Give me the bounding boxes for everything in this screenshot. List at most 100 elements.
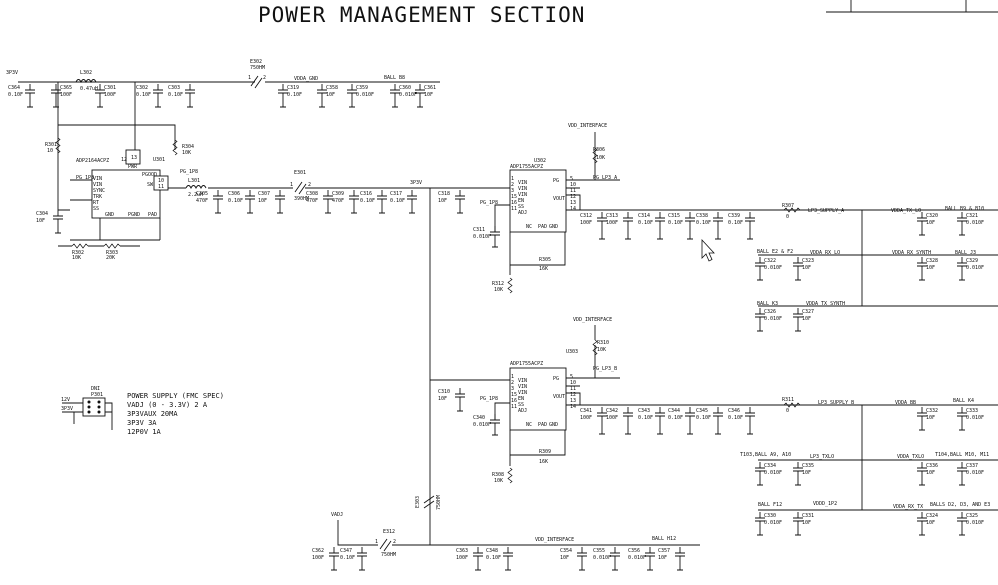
c327-value: 10F — [802, 316, 811, 322]
u301-body — [91, 169, 161, 219]
r310-resistor — [592, 339, 598, 356]
c360-ref: C360 — [399, 85, 411, 91]
c347-ref: C347 — [340, 548, 352, 554]
u301-bottom-pad: PAD — [148, 212, 157, 218]
net-lp3-supply-a: LP3_SUPPLY_A — [808, 208, 844, 214]
c307-ref: C307 — [258, 191, 270, 197]
u301-bottom-gnd: GND — [105, 212, 114, 218]
r302-ref: R302 — [72, 250, 84, 256]
c355-ref: C355 — [593, 548, 605, 554]
c319-ref: C319 — [287, 85, 299, 91]
c362-value: 100F — [312, 555, 324, 561]
net-pg-lp3-a: PG_LP3_A — [593, 175, 617, 181]
u302-pin-left-3: 3 — [511, 188, 514, 194]
u301-pgood-label: PGOOD — [142, 172, 157, 178]
net-ball-b9-b10: BALL B9 & B10 — [945, 206, 984, 212]
page-title: POWER MANAGEMENT SECTION — [258, 3, 585, 27]
c303-value: 0.10F — [168, 92, 183, 98]
u301-input-wires — [57, 82, 176, 210]
u301-left-vin2: VIN — [93, 182, 102, 188]
u302-wires — [494, 150, 800, 232]
r305-ref: R305 — [539, 257, 551, 263]
c322-ref: C322 — [764, 258, 776, 264]
u303-vout: VOUT — [553, 394, 565, 400]
net-vdd-interface-b: VDD_INTERFACE — [573, 317, 612, 323]
c346-value: 0.10F — [728, 415, 743, 421]
r310-value: 10K — [597, 347, 606, 353]
p301-connector — [82, 397, 106, 417]
c324-ref: C324 — [926, 513, 938, 519]
net-ball-h12: BALL H12 — [652, 536, 676, 542]
c336-value: 10F — [926, 470, 935, 476]
net-ball-t103: T103,BALL A9, A10 — [740, 452, 791, 458]
c356-value: 0.010F — [628, 555, 646, 561]
c323-value: 10F — [802, 265, 811, 271]
p301-pin-3 — [87, 405, 91, 409]
title-block-border — [826, 0, 998, 13]
c346-ref: C346 — [728, 408, 740, 414]
u302-feedback-wires — [509, 232, 566, 275]
e312-ferrite — [379, 538, 392, 552]
net-vddd-1p2: VDDD_1P2 — [813, 501, 837, 507]
u303-body — [509, 367, 567, 431]
net-lp3-txlo: LP3_TXLO — [810, 454, 834, 460]
c332-ref: C332 — [926, 408, 938, 414]
c348-value: 0.10F — [486, 555, 501, 561]
c356-ref: C356 — [628, 548, 640, 554]
p301-pin-1 — [87, 400, 91, 404]
c333-ref: C333 — [966, 408, 978, 414]
c317-ref: C317 — [390, 191, 402, 197]
r312-resistor — [507, 277, 513, 294]
e302-ferrite — [250, 75, 263, 89]
c334-value: 0.010F — [764, 470, 782, 476]
l301-inductor — [185, 185, 207, 190]
c311-ref: C311 — [473, 227, 485, 233]
c329-ref: C329 — [966, 258, 978, 264]
c309-ref: C309 — [332, 191, 344, 197]
r301-ref: R301 — [45, 142, 57, 148]
r305-value: 16K — [539, 266, 548, 272]
u303-pin-right-11: 11 — [570, 386, 576, 392]
r306-resistor — [592, 147, 598, 164]
net-3p3v-input: 3P3V — [6, 70, 18, 76]
u302-pg: PG — [553, 178, 559, 184]
r309-ref: R309 — [539, 449, 551, 455]
net-vdda-bb: VDDA_BB — [895, 400, 916, 406]
r304-value: 10K — [182, 150, 191, 156]
c306-ref: C306 — [228, 191, 240, 197]
u301-sw-box — [153, 175, 169, 191]
u301-left-rt: RT — [93, 200, 99, 206]
e301-pin1: 1 — [290, 182, 293, 188]
vadj-rail — [337, 520, 700, 546]
u303-vin1: VIN — [518, 378, 527, 384]
c305-ref: C305 — [196, 191, 208, 197]
c360-value: 0.010F — [399, 92, 417, 98]
c363-ref: C363 — [456, 548, 468, 554]
u302-body — [509, 169, 567, 233]
c361-value: 10F — [424, 92, 433, 98]
r307-value: 0 — [786, 214, 789, 220]
c315-value: 0.10F — [668, 220, 683, 226]
net-3p3v-mid: 3P3V — [410, 180, 422, 186]
u302-vout: VOUT — [553, 196, 565, 202]
u303-pg: PG — [553, 376, 559, 382]
u302-gnd: GND — [549, 224, 558, 230]
u302-part: ADP1755ACPZ — [510, 164, 543, 170]
